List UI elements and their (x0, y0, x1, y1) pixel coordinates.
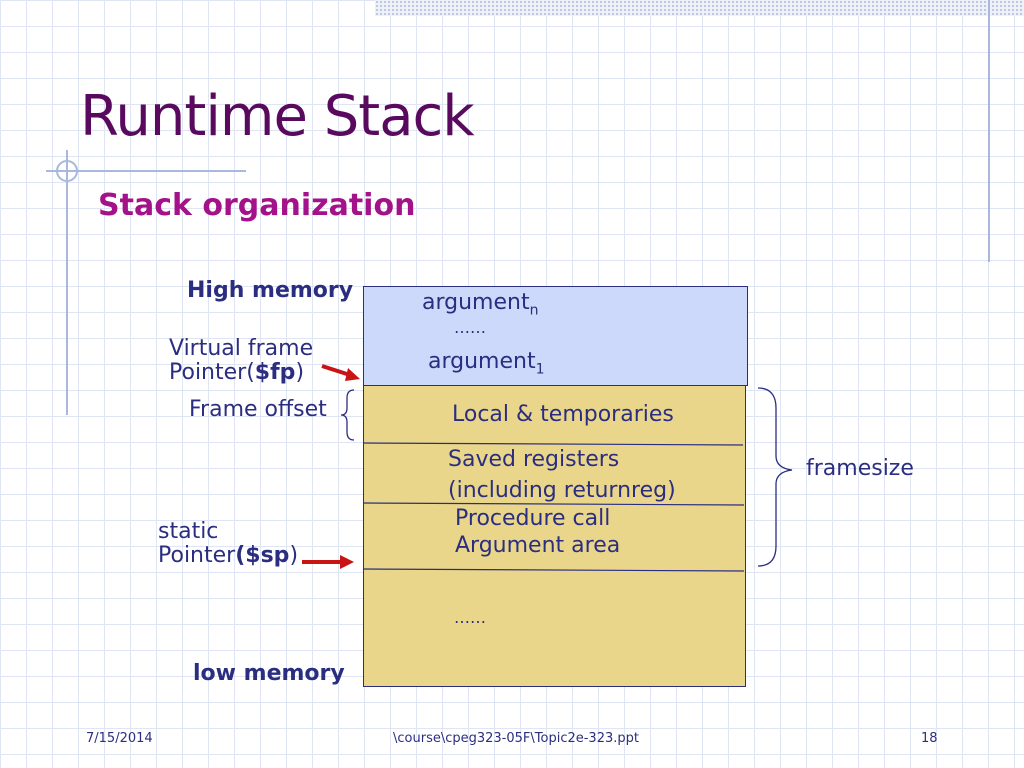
decor-line-right (988, 0, 990, 262)
procedure-call-line2: Argument area (455, 533, 621, 558)
slide-title: Runtime Stack (80, 84, 475, 149)
framesize-label: framesize (806, 456, 914, 481)
framesize-brace (757, 387, 793, 567)
divider-saved (363, 502, 745, 506)
argument-1: argument1 (428, 349, 545, 378)
sp-arrow-icon (302, 555, 354, 569)
virtual-frame-label-line1: Virtual frame (169, 336, 314, 361)
virtual-frame-label-line2: Pointer($fp) (169, 360, 305, 385)
corner-pattern (375, 0, 1024, 16)
divider-locals (363, 442, 744, 446)
local-temporaries: Local & temporaries (452, 402, 674, 427)
frame-dividers (363, 442, 745, 572)
slide-subtitle: Stack organization (98, 188, 416, 223)
saved-registers-line1: Saved registers (448, 447, 620, 472)
static-label-line2: Pointer($sp) (158, 543, 299, 568)
dots-bottom: …… (454, 608, 486, 627)
decor-line-title (46, 170, 246, 172)
high-memory-label: High memory (187, 278, 354, 303)
frame-offset-brace (340, 389, 355, 441)
low-memory-label: low memory (193, 661, 345, 686)
saved-registers-line2: (including returnreg) (448, 478, 676, 503)
dots-top: …… (454, 318, 486, 337)
footer-page-number: 18 (921, 731, 938, 746)
frame-offset-label: Frame offset (189, 397, 327, 422)
arguments-region (363, 286, 748, 386)
footer-date: 7/15/2014 (86, 731, 153, 746)
divider-procedure (363, 568, 745, 572)
frame-region (363, 385, 746, 687)
decor-line-left (66, 150, 68, 415)
footer-path: \course\cpeg323-05F\Topic2e-323.ppt (393, 731, 639, 746)
fp-arrow-icon (321, 364, 360, 381)
procedure-call-line1: Procedure call (455, 506, 611, 531)
static-label-line1: static (158, 519, 219, 544)
argument-n: argumentn (422, 290, 539, 319)
decor-circle (56, 160, 78, 182)
